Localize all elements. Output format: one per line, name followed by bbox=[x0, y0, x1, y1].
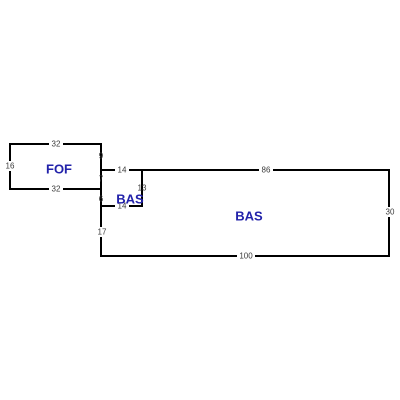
dim-bas-bottom: 100 bbox=[239, 252, 253, 261]
dim-fof-left: 16 bbox=[6, 162, 15, 171]
dim-fof-right-upper: 9 bbox=[99, 152, 104, 161]
area-label-fof: FOF bbox=[46, 162, 72, 177]
dim-bump-bottom: 14 bbox=[118, 202, 127, 211]
dim-fof-right-lower: 7 bbox=[99, 175, 104, 184]
dim-fof-bottom: 32 bbox=[52, 185, 61, 194]
dim-bump-right: 13 bbox=[138, 184, 147, 193]
dimension-labels: 32 32 16 9 7 6 14 13 14 86 30 100 17 bbox=[4, 139, 397, 261]
area-label-bas-main: BAS bbox=[235, 209, 263, 224]
dim-bas-top: 86 bbox=[262, 166, 271, 175]
area-label-bas-small: BAS bbox=[116, 192, 144, 207]
dim-bump-top: 14 bbox=[118, 166, 127, 175]
dim-connector-left: 6 bbox=[99, 195, 104, 204]
dim-bas-left-lower: 17 bbox=[98, 228, 107, 237]
dim-fof-top: 32 bbox=[52, 140, 61, 149]
dim-bas-right: 30 bbox=[386, 208, 395, 217]
